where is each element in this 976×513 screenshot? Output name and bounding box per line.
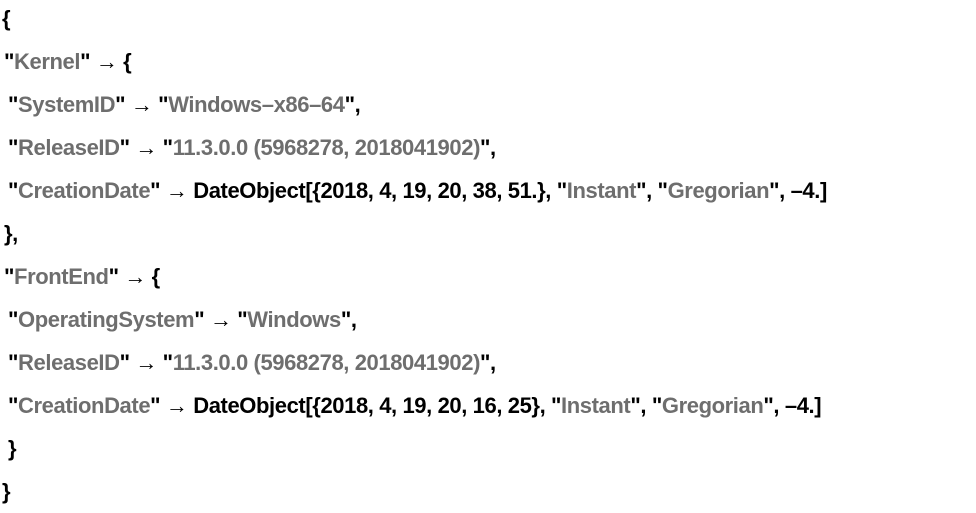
- symbol-token: ": [8, 393, 19, 418]
- output-line: "ReleaseID" → "11.3.0.0 (5968278, 201804…: [8, 341, 496, 384]
- string-token: 11.3.0.0 (5968278, 2018041902): [172, 350, 481, 375]
- symbol-token: ", ": [636, 178, 668, 203]
- symbol-token: ", ": [630, 393, 662, 418]
- output-line: "CreationDate" → DateObject[{2018, 4, 19…: [8, 169, 827, 212]
- output-line: }: [2, 470, 11, 513]
- symbol-token: " → DateObject[{2018, 4, 19, 20, 16, 25}…: [150, 393, 562, 418]
- output-line: "Kernel" → {: [4, 40, 132, 83]
- symbol-token: " → ": [119, 135, 173, 160]
- symbol-token: }: [2, 479, 11, 504]
- symbol-token: ": [8, 350, 19, 375]
- output-line: "SystemID" → "Windows–x86–64",: [8, 83, 361, 126]
- symbol-token: ",: [340, 307, 357, 332]
- string-token: ReleaseID: [18, 350, 120, 375]
- symbol-token: ": [8, 307, 19, 332]
- string-token: Gregorian: [661, 393, 764, 418]
- symbol-token: ",: [480, 135, 496, 160]
- symbol-token: ",: [344, 92, 361, 117]
- symbol-token: " → {: [80, 49, 132, 74]
- output-line: "CreationDate" → DateObject[{2018, 4, 19…: [8, 384, 822, 427]
- symbol-token: }: [8, 436, 17, 461]
- output-line: "OperatingSystem" → "Windows",: [8, 298, 357, 341]
- output-line: "FrontEnd" → {: [4, 255, 160, 298]
- string-token: Kernel: [14, 49, 81, 74]
- symbol-token: },: [4, 221, 18, 246]
- symbol-token: ", –4.]: [769, 178, 827, 203]
- string-token: 11.3.0.0 (5968278, 2018041902): [172, 135, 481, 160]
- symbol-token: " → {: [108, 264, 161, 289]
- string-token: Instant: [561, 393, 631, 418]
- output-line: }: [8, 427, 17, 470]
- string-token: OperatingSystem: [18, 307, 195, 332]
- output-line: {: [2, 0, 11, 40]
- symbol-token: ": [8, 135, 19, 160]
- symbol-token: ": [4, 264, 15, 289]
- output-line: },: [4, 212, 18, 255]
- symbol-token: " → ": [115, 92, 169, 117]
- symbol-token: ",: [480, 350, 496, 375]
- symbol-token: {: [2, 6, 11, 31]
- string-token: Instant: [566, 178, 637, 203]
- string-token: Windows: [247, 307, 341, 332]
- output-line: "ReleaseID" → "11.3.0.0 (5968278, 201804…: [8, 126, 496, 169]
- string-token: SystemID: [18, 92, 116, 117]
- symbol-token: ": [8, 92, 19, 117]
- string-token: ReleaseID: [18, 135, 120, 160]
- symbol-token: ": [8, 178, 19, 203]
- symbol-token: " → DateObject[{2018, 4, 19, 20, 38, 51.…: [150, 178, 567, 203]
- string-token: Gregorian: [667, 178, 770, 203]
- symbol-token: ": [4, 49, 15, 74]
- string-token: CreationDate: [18, 178, 151, 203]
- symbol-token: " → ": [194, 307, 248, 332]
- symbol-token: ", –4.]: [763, 393, 822, 418]
- symbol-token: " → ": [119, 350, 173, 375]
- string-token: FrontEnd: [14, 264, 109, 289]
- string-token: CreationDate: [18, 393, 151, 418]
- string-token: Windows–x86–64: [168, 92, 345, 117]
